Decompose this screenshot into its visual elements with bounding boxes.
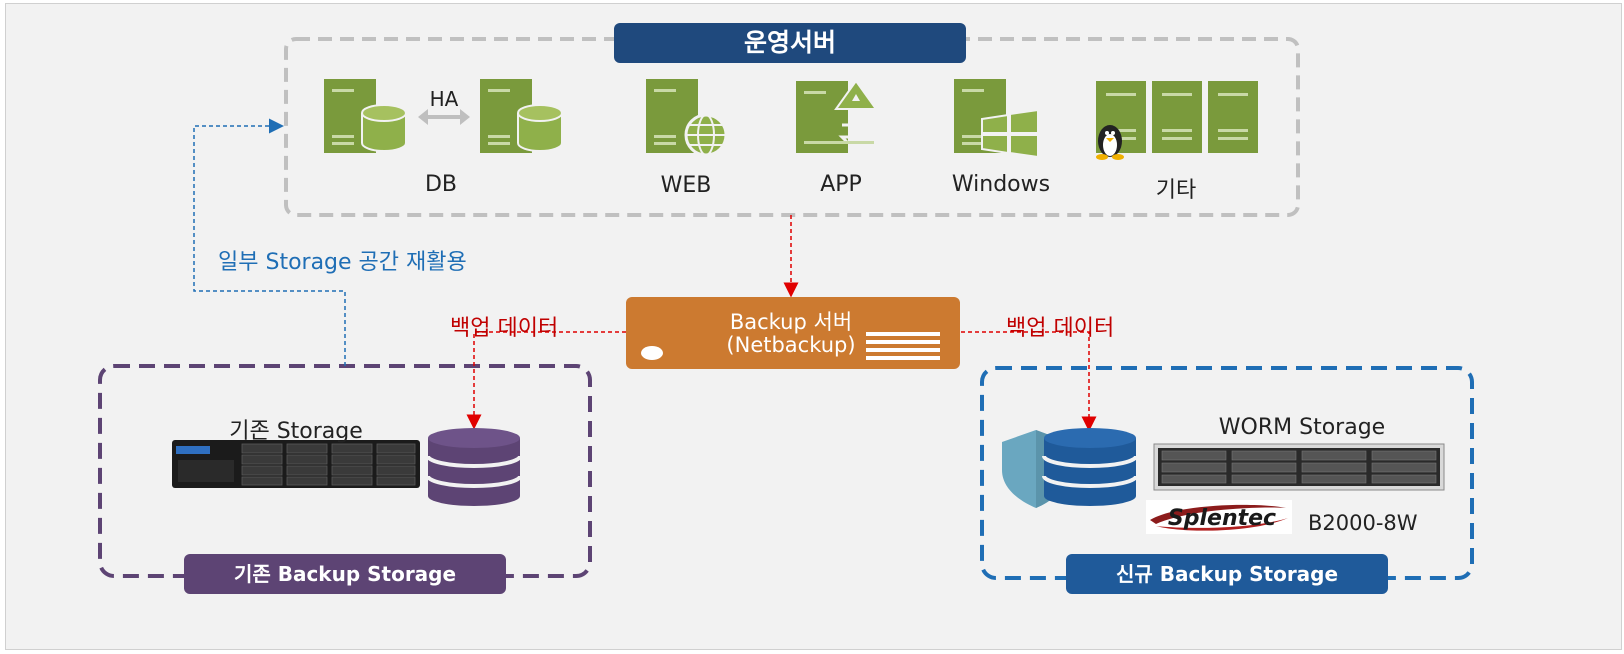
new-group-border <box>980 366 1474 580</box>
linux-server-rack-icon <box>1096 81 1258 160</box>
web-server-icon <box>646 79 728 157</box>
backup-to-legacy-arrow <box>466 331 626 430</box>
new-footer: 신규 Backup Storage <box>1066 554 1388 594</box>
group-label-etc: 기타 <box>1155 178 1197 203</box>
splentec-brand-text: Splentec <box>1167 506 1277 531</box>
windows-server-icon <box>954 79 1039 159</box>
backup-server-line2: (Netbackup) <box>726 333 856 357</box>
ha-label: HA <box>429 87 459 111</box>
db-server-icon <box>324 79 407 153</box>
legacy-storage-label: 기존 Storage <box>229 419 363 444</box>
operations-title: 운영서버 <box>614 23 966 63</box>
legacy-database-icon <box>426 428 522 506</box>
worm-storage-label: WORM Storage <box>1218 415 1386 440</box>
reuse-arrow <box>193 118 346 366</box>
ha-double-arrow <box>418 109 470 125</box>
backup-data-label-left: 백업 데이터 <box>450 316 559 341</box>
connectors-layer <box>98 37 1474 580</box>
backup-to-new-arrow <box>961 331 1097 432</box>
group-label-windows: Windows <box>951 172 1051 197</box>
backup-server-box <box>626 297 960 369</box>
worm-storage-array-icon <box>1153 443 1445 491</box>
legacy-storage-array-icon <box>172 440 420 488</box>
backup-server-line1: Backup 서버 <box>729 310 853 334</box>
group-label-app: APP <box>820 172 862 197</box>
backup-data-label-right: 백업 데이터 <box>1006 316 1115 341</box>
splentec-logo <box>1146 500 1292 534</box>
group-label-db: DB <box>424 172 458 197</box>
group-label-web: WEB <box>660 173 712 198</box>
reuse-note: 일부 Storage 공간 재활용 <box>218 250 467 275</box>
db-server-icon <box>480 79 563 153</box>
worm-model-label: B2000-8W <box>1308 511 1418 535</box>
diagram-canvas: 운영서버 HA DB WEB APP Windows 기타 일부 Storage… <box>5 3 1622 650</box>
app-server-icon <box>796 79 878 153</box>
new-database-icon <box>1042 428 1138 506</box>
linux-penguin-icon <box>1096 125 1124 160</box>
legacy-footer: 기존 Backup Storage <box>184 554 506 594</box>
